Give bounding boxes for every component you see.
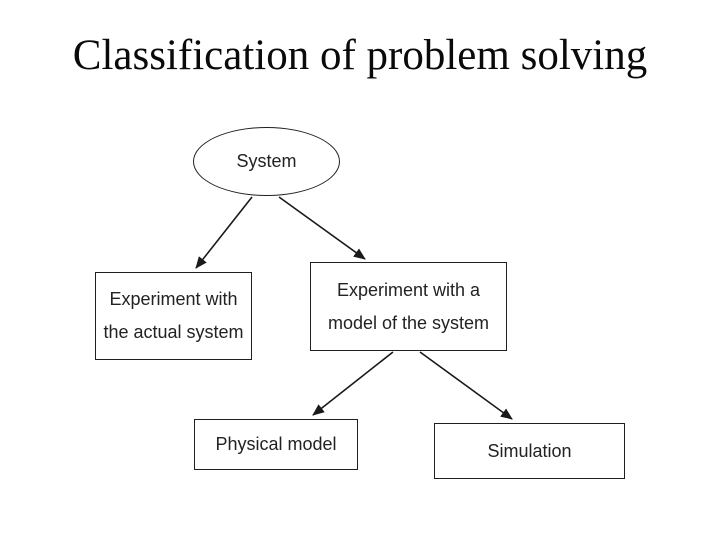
node-physical-model: Physical model (194, 419, 358, 470)
node-physical-model-label: Physical model (215, 434, 337, 454)
node-system: System (193, 127, 340, 196)
slide-title: Classification of problem solving (72, 32, 648, 79)
node-experiment-model-system-label-line1: Experiment with a (336, 279, 481, 300)
edge-system-to-model (278, 196, 366, 260)
node-experiment-model-system: Experiment with a model of the system (310, 262, 507, 351)
node-experiment-model-system-label-line2: model of the system (327, 312, 490, 333)
node-experiment-actual-system: Experiment with the actual system (95, 272, 252, 360)
node-simulation-label: Simulation (487, 440, 572, 461)
edge-model-to-physical (312, 351, 394, 416)
node-experiment-actual-system-label-line2: the actual system (103, 322, 244, 342)
edge-system-to-actual (195, 196, 253, 269)
node-simulation: Simulation (434, 423, 625, 479)
edge-model-to-simulation (419, 351, 513, 420)
node-system-label: System (236, 151, 297, 171)
node-experiment-actual-system-label-line1: Experiment with (109, 289, 238, 309)
